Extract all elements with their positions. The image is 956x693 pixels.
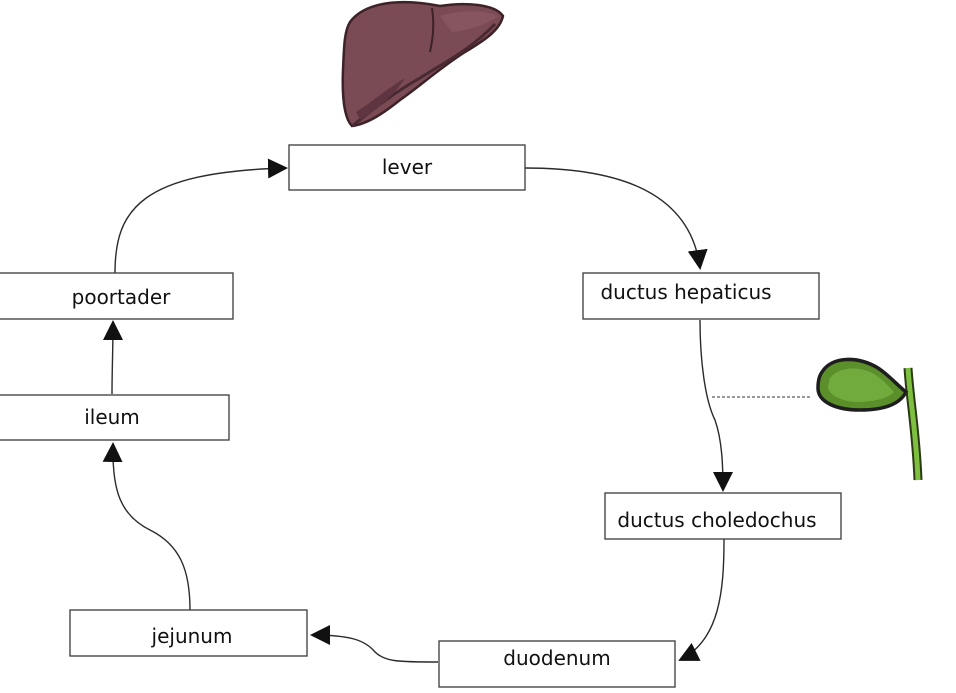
edge-hepaticus-to-choledochus (699, 319, 733, 492)
node-label-poortader: poortader (72, 285, 171, 309)
node-ductus-hepaticus: ductus hepaticus (582, 272, 820, 320)
node-duodenum: duodenum (438, 640, 676, 688)
edge-lever-to-ductus-hepaticus (524, 167, 708, 270)
node-label-jejunum: jejunum (151, 624, 233, 648)
edge-poortader-to-lever (114, 158, 288, 274)
node-label-duodenum: duodenum (503, 646, 610, 670)
edge-duodenum-to-jejunum (310, 625, 439, 663)
node-label-lever: lever (382, 155, 433, 179)
node-label-ductus-hepaticus: ductus hepaticus (600, 280, 771, 304)
node-ileum: ileum (0, 394, 230, 441)
edge-jejunum-to-ileum (102, 442, 191, 611)
edge-choledochus-to-duodenum (678, 538, 725, 661)
liver-illustration (341, 0, 505, 128)
gallbladder-illustration (816, 357, 923, 481)
node-label-ductus-choledochus: ductus choledochus (617, 508, 816, 532)
node-jejunum: jejunum (69, 609, 308, 657)
edge-ileum-to-poortader (102, 320, 123, 395)
node-ductus-choledochus: ductus choledochus (604, 492, 842, 540)
node-label-ileum: ileum (84, 405, 140, 429)
node-lever: lever (288, 144, 526, 191)
node-poortader: poortader (0, 272, 234, 320)
